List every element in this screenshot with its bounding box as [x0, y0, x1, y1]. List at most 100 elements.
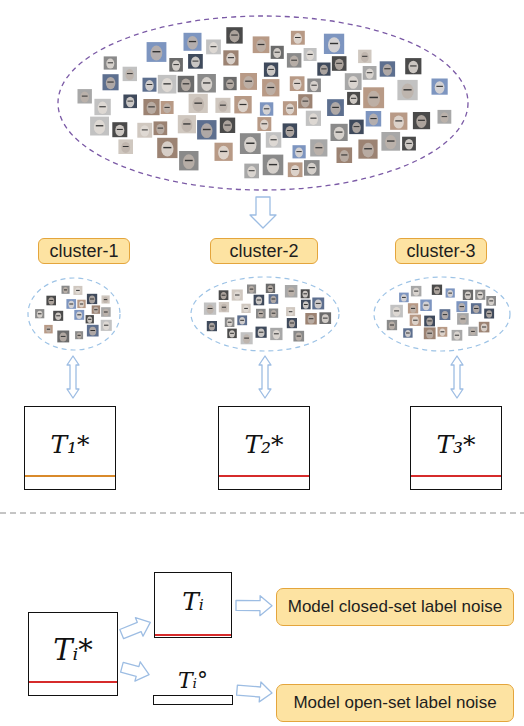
face-thumbnail [215, 143, 233, 161]
matrix-row-line [29, 681, 117, 683]
face-thumbnail [306, 111, 321, 126]
thin-matrix-outline [153, 695, 233, 705]
face-thumbnail [178, 76, 195, 93]
box-label: Model open-set label noise [293, 693, 496, 713]
matrix-row-line [25, 475, 115, 477]
face-thumbnail [285, 285, 298, 298]
face-thumbnail [154, 121, 168, 135]
face-thumbnail [219, 302, 229, 312]
face-thumbnail [471, 303, 482, 314]
process-box: Model open-set label noise [276, 684, 514, 722]
face-thumbnail [244, 164, 259, 179]
face-thumbnail [219, 290, 229, 300]
face-thumbnail [256, 327, 267, 338]
face-thumbnail [223, 77, 236, 90]
face-thumbnail [387, 320, 397, 330]
face-thumbnail [264, 63, 278, 77]
face-thumbnails [35, 27, 496, 344]
face-thumbnail [456, 301, 467, 312]
face-thumbnail [104, 56, 117, 69]
box-label: Model closed-set label noise [288, 597, 503, 617]
face-thumbnail [381, 132, 400, 151]
face-thumbnail [402, 137, 416, 151]
down-arrow [250, 197, 276, 228]
matrix-row-line [411, 475, 501, 477]
face-thumbnail [90, 117, 109, 136]
face-thumbnail [232, 290, 243, 301]
face-thumbnail [403, 328, 412, 337]
double-arrow [451, 356, 463, 398]
face-thumbnail [123, 95, 137, 109]
cluster-tag: cluster-2 [210, 238, 318, 264]
face-thumbnail [432, 285, 442, 295]
matrix-box: T₂* [218, 406, 310, 490]
face-thumbnail [112, 122, 127, 137]
face-thumbnail [463, 290, 473, 300]
cluster-ellipse [191, 277, 339, 351]
face-thumbnail [390, 113, 407, 130]
face-thumbnail [446, 288, 455, 297]
face-thumbnail [75, 331, 83, 339]
face-thumbnail [158, 75, 177, 94]
face-thumbnail [123, 67, 137, 81]
face-thumbnail [266, 132, 282, 148]
face-thumbnail [405, 58, 421, 74]
face-thumbnail [291, 31, 305, 45]
face-thumbnail [399, 293, 409, 303]
face-thumbnail [234, 96, 251, 113]
face-thumbnail [332, 56, 347, 71]
box-label: cluster-2 [229, 241, 298, 262]
face-thumbnail [304, 160, 320, 176]
face-thumbnail [363, 66, 377, 80]
face-thumbnail [263, 155, 284, 176]
face-thumbnail [257, 117, 271, 131]
separator-line [0, 513, 524, 514]
face-thumbnail [102, 295, 110, 303]
face-thumbnail [206, 40, 221, 55]
face-thumbnail [77, 300, 85, 308]
face-thumbnail [283, 123, 298, 137]
face-thumbnail [298, 94, 312, 108]
face-thumbnail [304, 48, 317, 61]
face-thumbnail [307, 79, 321, 93]
matrix-symbol: T₃* [436, 430, 475, 459]
face-thumbnail [137, 123, 152, 138]
face-thumbnail [73, 286, 82, 295]
face-thumbnail [317, 63, 330, 76]
face-thumbnail [143, 99, 159, 115]
box-label: cluster-3 [406, 241, 475, 262]
face-thumbnail [290, 76, 305, 91]
face-thumbnail [424, 327, 436, 339]
face-thumbnail [319, 312, 331, 324]
hollow-arrow [120, 618, 151, 639]
face-thumbnail [227, 329, 237, 339]
face-thumbnail [66, 299, 76, 309]
face-thumbnail [179, 151, 198, 170]
face-thumbnail [475, 290, 485, 300]
face-thumbnail [301, 289, 310, 298]
face-thumbnail [92, 305, 100, 313]
process-box: Model closed-set label noise [276, 588, 514, 626]
face-thumbnail [254, 295, 265, 306]
dataset-ellipse [58, 16, 468, 190]
face-thumbnail [452, 330, 463, 341]
face-thumbnail [287, 318, 297, 328]
face-thumbnail [438, 327, 448, 337]
hollow-arrow [121, 662, 150, 681]
face-thumbnail [413, 112, 430, 129]
face-thumbnail [253, 36, 270, 53]
face-thumbnail [256, 309, 266, 319]
face-thumbnail [35, 309, 44, 318]
matrix-box: Tᵢ [154, 572, 232, 638]
face-thumbnail [74, 310, 84, 320]
face-thumbnail [247, 285, 256, 294]
face-thumbnail [46, 296, 56, 306]
face-thumbnail [397, 80, 417, 100]
face-thumbnail [366, 111, 382, 127]
face-thumbnail [324, 34, 344, 54]
face-thumbnail [293, 145, 306, 158]
matrix-symbol: T₂* [244, 430, 283, 459]
face-thumbnail [184, 33, 202, 51]
hollow-arrow [236, 596, 272, 616]
cluster-ellipse [28, 278, 120, 350]
